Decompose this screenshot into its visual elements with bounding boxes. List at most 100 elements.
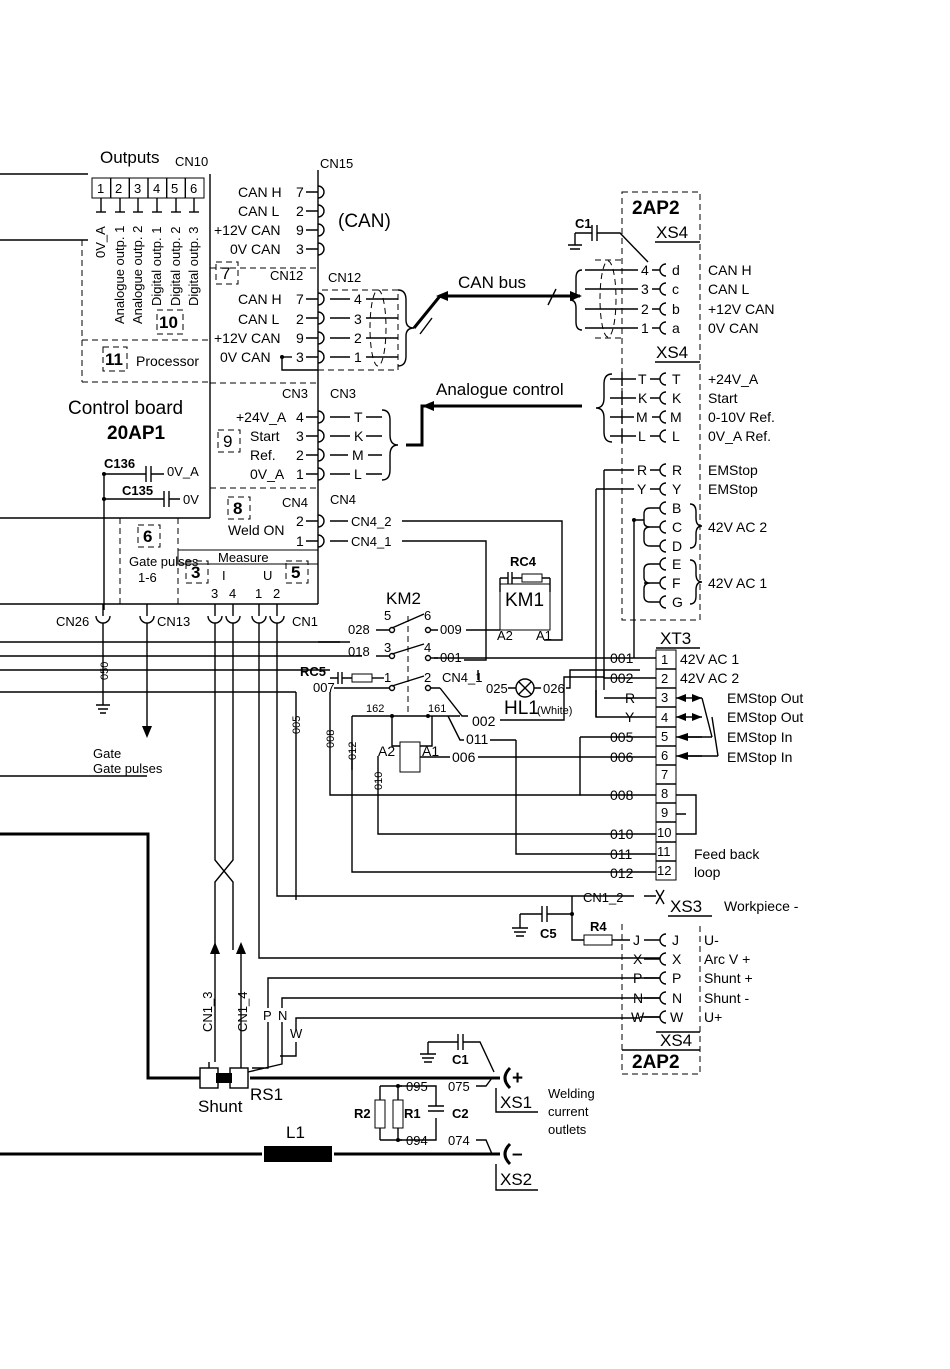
board-title: Control board — [68, 398, 183, 419]
cn3-row3-pin: 2 — [296, 447, 304, 463]
xs4-ctrl: T K M L T K M L +24V_A Start 0-10V Ref. … — [595, 371, 775, 444]
xs4-em-label-2: EMStop — [708, 481, 758, 497]
gate-measure: Gate pulses 1-6 Measure I U 3 4 1 2 CN26… — [56, 549, 319, 629]
cn4-label: CN4 — [282, 495, 308, 510]
xt3-wr: R — [625, 690, 635, 706]
xs4-can-pin-3: 3 — [641, 281, 649, 297]
xs3-wire: CN1_2 — [583, 890, 623, 905]
xt3-row1-label: 42V AC 1 — [680, 651, 739, 667]
measure-title: Measure — [218, 550, 269, 565]
cn3-row4-label: 0V_A — [250, 466, 285, 482]
cn15-row2-label: CAN L — [238, 203, 279, 219]
xs4-em-pin-r: R — [637, 462, 647, 478]
km1-a2: A2 — [497, 628, 513, 643]
km2-161: 161 — [428, 703, 446, 715]
block-3: 3 — [191, 563, 200, 582]
km2: KM2 5 6 028 009 3 4 018 001 1 2 007 CN4_… — [300, 589, 604, 773]
km2-c1: 1 — [384, 670, 391, 685]
cn12-row1-pin: 7 — [296, 291, 304, 307]
cn15-label: CN15 — [320, 156, 353, 171]
xt3-wy: Y — [625, 709, 635, 725]
hl1-label: HL1 — [504, 698, 539, 719]
c5-label: C5 — [540, 926, 557, 941]
block-10: 10 — [159, 313, 178, 332]
shunt-wire-n: N — [278, 1008, 287, 1023]
km2-a1: A1 — [422, 743, 439, 759]
cn10-pin-6: 6 — [190, 181, 197, 196]
ac1-label: 42V AC 1 — [708, 575, 767, 591]
km2-w011: 011 — [466, 731, 489, 747]
xs2-label: XS2 — [500, 1170, 532, 1189]
xt3-row2-label: 42V AC 2 — [680, 670, 739, 686]
xs4-can-label-2: CAN L — [708, 281, 749, 297]
xs1-plus: + — [512, 1068, 523, 1089]
xs4-ctrl-label-4: 0V_A Ref. — [708, 428, 771, 444]
xs4b-label-2: Arc V + — [704, 951, 750, 967]
hl1-w026: 026 — [543, 681, 565, 696]
xt3-w010: 010 — [610, 826, 634, 842]
r1-label: R1 — [404, 1106, 421, 1121]
km2-a2: A2 — [378, 743, 395, 759]
cn10-pin-1: 1 — [97, 181, 104, 196]
xt3-row6-label: EMStop In — [727, 749, 792, 765]
weld-on-label: Weld ON — [228, 522, 285, 538]
xs4b-letter-p: P — [672, 970, 681, 986]
xs4-can-letter-c: c — [672, 281, 679, 297]
shunt-wire-cn13: CN1_3 — [200, 992, 215, 1032]
cn3-row2-mate: K — [354, 428, 364, 444]
outputs-title: Outputs — [100, 148, 160, 167]
shunt-wire-cn14: CN1_4 — [235, 992, 250, 1032]
net-095: 095 — [406, 1079, 428, 1094]
wire-008: 008 — [325, 730, 337, 748]
wire-010: 010 — [373, 772, 385, 790]
km1-label: KM1 — [505, 590, 544, 611]
block-6: 6 — [143, 527, 152, 546]
xs4-can-letter-a: a — [672, 320, 680, 336]
gate-pulses-bottom-1: Gate — [93, 746, 121, 761]
welding-outlets-1: Welding — [548, 1086, 595, 1101]
cn4-wire-2: CN4_2 — [351, 514, 391, 529]
xt3-row10-pin: 10 — [657, 825, 671, 840]
ap2-top-label: 2AP2 — [632, 198, 680, 219]
r4-label: R4 — [590, 919, 607, 934]
rc5-label: RC5 — [300, 664, 326, 679]
out-label-6: Digital outp. 3 — [186, 227, 201, 307]
out-label-3: Analogue outp. 2 — [130, 226, 145, 324]
xs4-can-pin-2: 2 — [641, 301, 649, 317]
cn12-row2-pin: 2 — [296, 311, 304, 327]
xs4-ac-pin-g: G — [672, 594, 683, 610]
control-board: Control board 20AP1 — [0, 170, 319, 605]
km1: RC4 KM1 A2 A1 — [497, 554, 552, 643]
cn12-row2-label: CAN L — [238, 311, 279, 327]
xt3-row12-pin: 12 — [657, 863, 671, 878]
km2-w028: 028 — [348, 622, 370, 637]
cn4-mate-label: CN4 — [330, 492, 356, 507]
xs4b-letter-w: W — [670, 1009, 684, 1025]
cn10-pin-4: 4 — [153, 181, 160, 196]
xs4-ctrl-label-2: Start — [708, 390, 738, 406]
xs4b-letter-j: J — [672, 932, 679, 948]
c1-top-label: C1 — [575, 216, 592, 231]
xs4-can-letter-b: b — [672, 301, 680, 317]
shunt-wire-p: P — [263, 1008, 272, 1023]
xt3-w005: 005 — [610, 729, 634, 745]
cn3-mate-label: CN3 — [330, 386, 356, 401]
out-label-2: Analogue outp. 1 — [112, 226, 127, 324]
xt3-row5-label: EMStop In — [727, 729, 792, 745]
xs4b-pin-x: X — [633, 951, 643, 967]
km2-c6: 6 — [424, 608, 431, 623]
xs4b-label-3: Shunt + — [704, 970, 753, 986]
km2-w007: 007 — [313, 680, 335, 695]
hl1-w025: 025 — [486, 681, 508, 696]
cn1-label: CN1 — [292, 614, 318, 629]
xs4-can-label-1: CAN H — [708, 262, 752, 278]
xt3: XT3 1 2 3 4 5 6 7 8 9 10 11 12 42V AC 1 … — [295, 470, 803, 900]
ap2-bottom-label: 2AP2 — [632, 1052, 680, 1073]
c136-label: C136 — [104, 456, 135, 471]
cn3-row4-pin: 1 — [296, 466, 304, 482]
xs4-em-letter-r: R — [672, 462, 682, 478]
ap2-box: 2AP2 XS4 C1 XS4 — [568, 191, 701, 621]
xt3-row8-pin: 8 — [661, 786, 668, 801]
can-label: (CAN) — [338, 211, 391, 232]
